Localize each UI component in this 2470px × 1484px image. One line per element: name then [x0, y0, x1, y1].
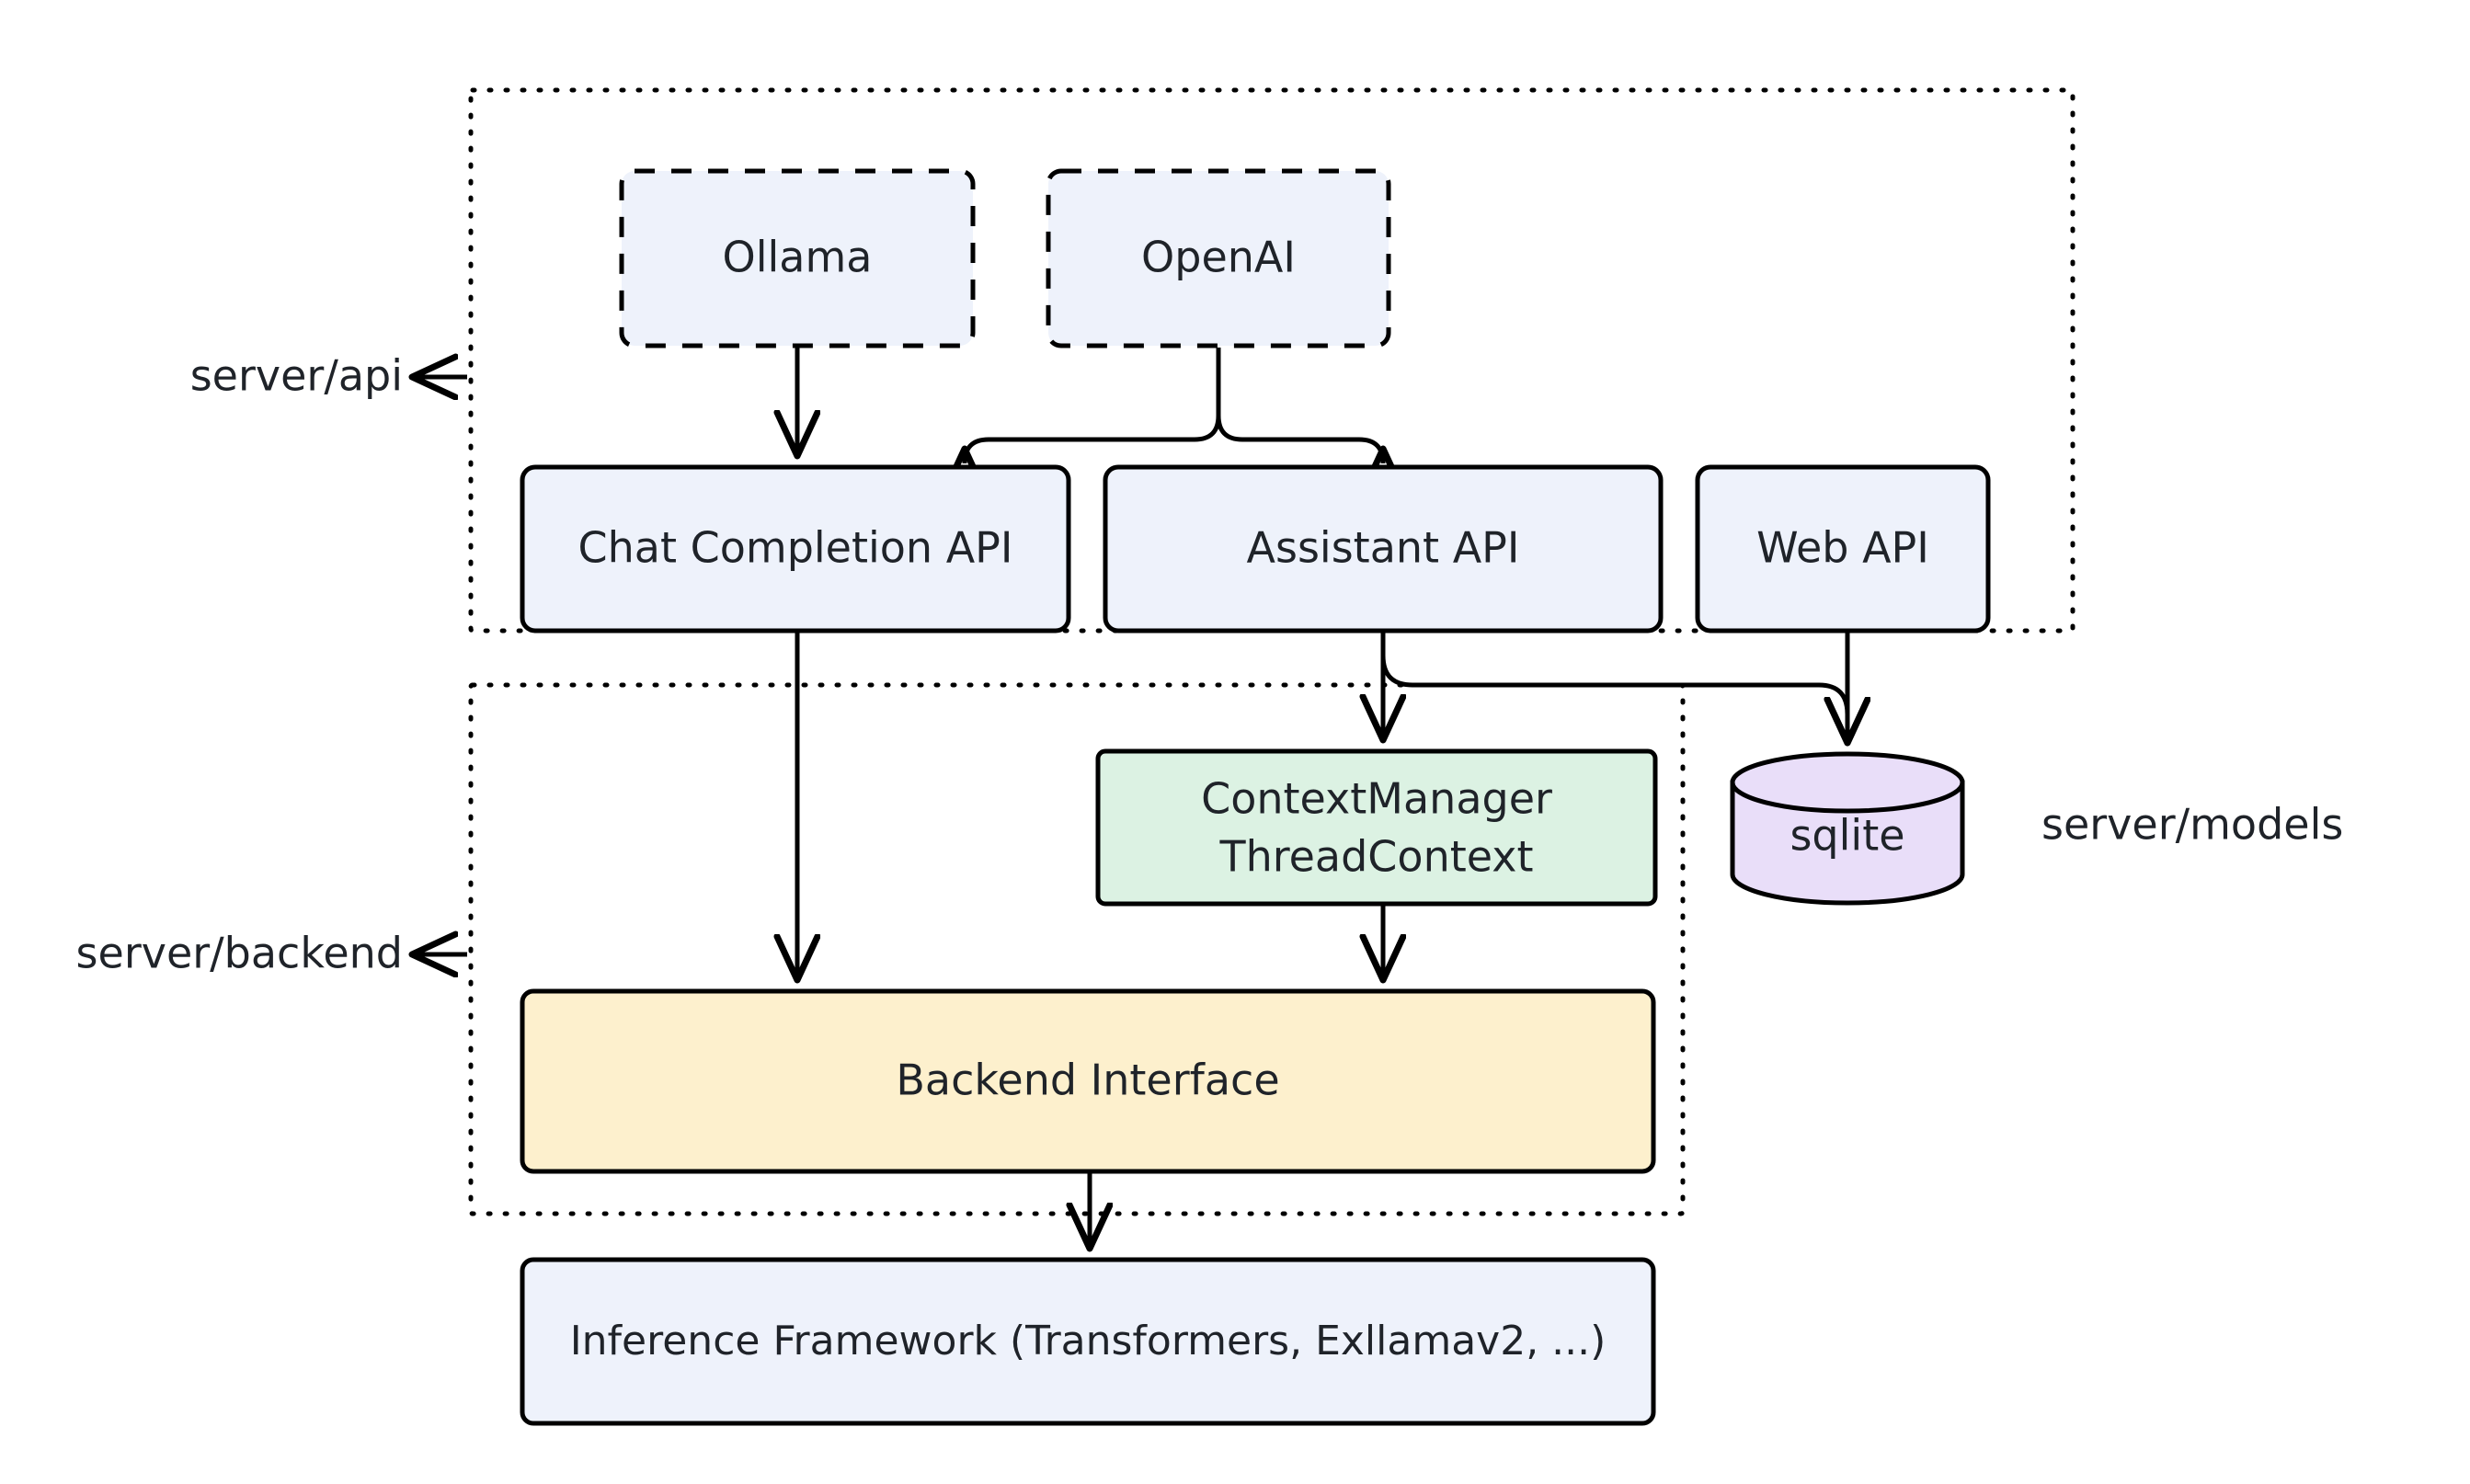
node-inference-framework[interactable]: Inference Framework (Transformers, Exlla…: [520, 1257, 1656, 1426]
group-label-server-models: server/models: [2041, 800, 2343, 850]
group-pointer-server-api: server/api: [190, 351, 467, 401]
group-label-server-api: server/api: [190, 351, 403, 401]
node-chat-completion-api-shape: [520, 464, 1071, 634]
edge-openai-to-assistant-api: [1216, 348, 1383, 463]
node-assistant-api-label: Assistant API: [1247, 523, 1520, 573]
node-context-manager[interactable]: ContextManager ThreadContext: [1095, 748, 1658, 907]
node-openai[interactable]: OpenAI: [1046, 168, 1391, 348]
node-chat-completion-api[interactable]: Chat Completion API: [520, 464, 1071, 634]
node-sqlite-label: sqlite: [1790, 811, 1904, 861]
node-openai-label: OpenAI: [1141, 233, 1296, 282]
edge-assistant-api-to-sqlite: [1380, 655, 1847, 739]
node-inference-framework-label: Inference Framework (Transformers, Exlla…: [570, 1318, 1607, 1364]
group-label-server-backend: server/backend: [76, 929, 403, 978]
node-web-api[interactable]: Web API: [1695, 464, 1991, 634]
node-sqlite-body: [1730, 780, 1965, 906]
node-chat-completion-api-label: Chat Completion API: [578, 523, 1013, 573]
node-context-manager-label-line1: ContextManager: [1201, 774, 1552, 824]
node-backend-interface-label: Backend Interface: [896, 1056, 1279, 1105]
node-backend-interface-shape: [520, 988, 1656, 1174]
node-sqlite-top: [1730, 751, 1965, 814]
node-ollama[interactable]: Ollama: [619, 168, 976, 348]
group-frame-server-api: [468, 87, 2075, 634]
edge-openai-to-chat-api: [965, 348, 1221, 463]
node-assistant-api-shape: [1103, 464, 1664, 634]
node-ollama-label: Ollama: [723, 233, 873, 282]
group-pointer-server-backend: server/backend: [76, 929, 467, 978]
node-openai-shape: [1046, 168, 1391, 348]
node-assistant-api[interactable]: Assistant API: [1103, 464, 1664, 634]
node-context-manager-shape: [1095, 748, 1658, 907]
node-web-api-shape: [1695, 464, 1991, 634]
node-context-manager-label-line2: ThreadContext: [1218, 832, 1533, 882]
node-backend-interface[interactable]: Backend Interface: [520, 988, 1656, 1174]
node-ollama-shape: [619, 168, 976, 348]
node-inference-framework-shape: [520, 1257, 1656, 1426]
node-web-api-label: Web API: [1756, 523, 1929, 573]
group-frame-server-backend: [468, 682, 1686, 1216]
node-sqlite[interactable]: sqlite: [1730, 751, 1965, 906]
